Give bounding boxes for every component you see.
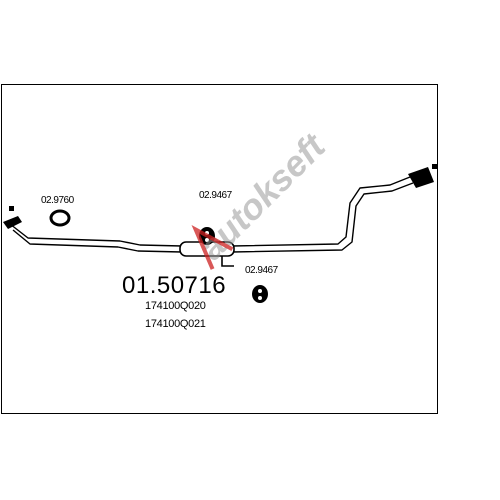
rear-flange-icon: [408, 164, 437, 188]
part-number: 01.50716: [122, 272, 227, 299]
front-flange-icon: [3, 206, 22, 229]
gasket-icon: [49, 209, 71, 227]
oem-number-2: 174100Q021: [145, 318, 206, 330]
hanger-code-1: 02.9467: [199, 190, 232, 201]
hanger-code-2: 02.9467: [245, 265, 278, 276]
rubber-hanger-icon: [252, 285, 268, 303]
hanger-hook: [221, 256, 234, 267]
exhaust-pipe: [9, 176, 414, 253]
drawing-frame: [1, 84, 438, 414]
gasket-code: 02.9760: [41, 195, 74, 206]
oem-number-1: 174100Q020: [145, 300, 206, 312]
